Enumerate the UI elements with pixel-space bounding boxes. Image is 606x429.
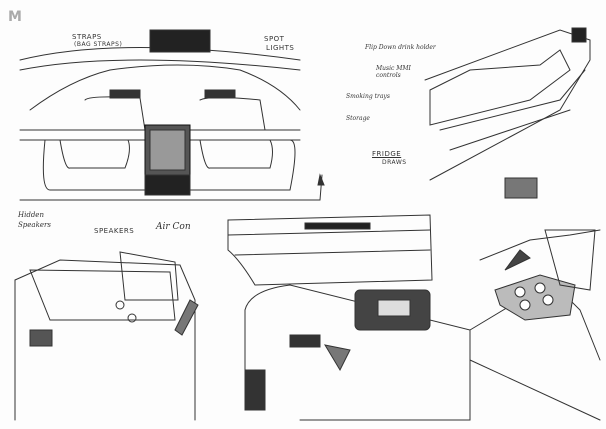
label-speakers: SPEAKERS xyxy=(94,227,135,235)
label-music-1: Music MMI xyxy=(376,65,411,72)
label-storage: Storage xyxy=(346,115,370,122)
label-music-2: controls xyxy=(376,72,401,79)
fridge-console-sketch xyxy=(14,251,199,421)
label-draws: DRAWS xyxy=(382,159,407,166)
door-pocket-sketch xyxy=(244,284,471,421)
brand-logo: M xyxy=(8,9,22,25)
label-hidden: Hidden xyxy=(18,211,44,219)
label-straps-sub: (BAG STRAPS) xyxy=(74,41,123,48)
label-lights: LIGHTS xyxy=(266,44,295,52)
label-straps: STRAPS xyxy=(72,33,102,41)
rear-cabin-sketch xyxy=(19,29,325,201)
label-spot: SPOT xyxy=(264,35,285,43)
door-trim-sketch xyxy=(227,214,433,286)
label-air-con: Air Con xyxy=(156,222,191,232)
cupholder-sketch xyxy=(469,177,601,421)
label-flip-down-drink-holder: Flip Down drink holder xyxy=(365,44,436,51)
label-fridge: FRIDGE xyxy=(372,150,402,158)
console-sketch xyxy=(424,27,591,181)
label-smoking-trays: Smoking trays xyxy=(346,93,390,100)
label-speakers-hidden: Speakers xyxy=(18,221,51,229)
